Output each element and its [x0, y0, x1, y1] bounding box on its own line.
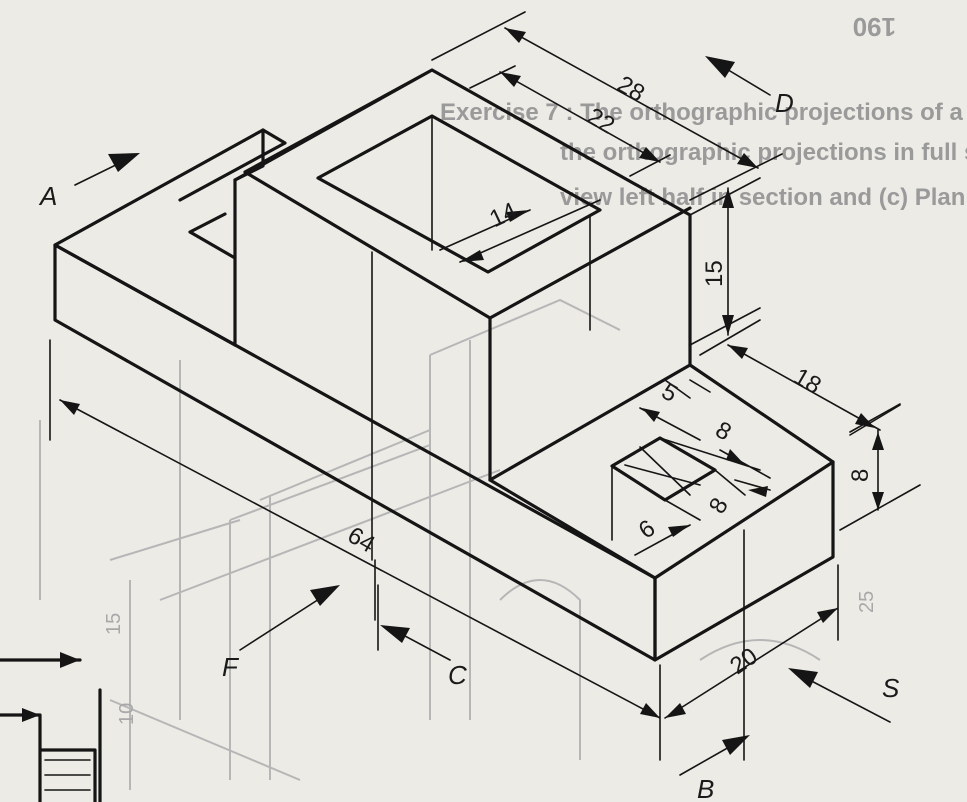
- page-number: 190: [853, 12, 896, 42]
- background-ghost-drawing: 15 10 25: [39, 298, 878, 790]
- partial-front-view: [0, 652, 102, 802]
- view-arrow-a: [108, 153, 140, 172]
- dimension-lines: [49, 11, 921, 761]
- ghost-dimension-25: 25: [856, 591, 878, 613]
- dimension-8-side: 8: [847, 469, 874, 482]
- view-label-d: D: [775, 88, 794, 118]
- view-arrow-b: [722, 735, 750, 755]
- view-arrow-f: [310, 585, 340, 606]
- background-text-line-3: view left half in section and (c) Plan o…: [560, 184, 967, 211]
- view-label-a: A: [38, 181, 57, 211]
- view-label-c: C: [448, 660, 467, 690]
- view-arrows: [74, 56, 891, 776]
- view-arrow-d: [705, 56, 735, 78]
- partial-view-arrow-2: [22, 708, 40, 722]
- view-arrow-s: [788, 668, 818, 688]
- background-text-line-2: the orthographic projections in full sec…: [560, 139, 967, 166]
- partial-view-arrow-1: [60, 652, 80, 668]
- dimension-15: 15: [701, 260, 728, 287]
- view-arrow-c: [380, 625, 410, 643]
- view-label-s: S: [882, 673, 900, 703]
- ghost-dimension-15: 15: [103, 613, 125, 635]
- ghost-dimension-10: 10: [116, 703, 138, 725]
- background-text-line-1: Exercise 7 : The orthographic projection…: [440, 99, 967, 126]
- view-label-b: B: [697, 774, 714, 802]
- view-label-f: F: [222, 652, 240, 682]
